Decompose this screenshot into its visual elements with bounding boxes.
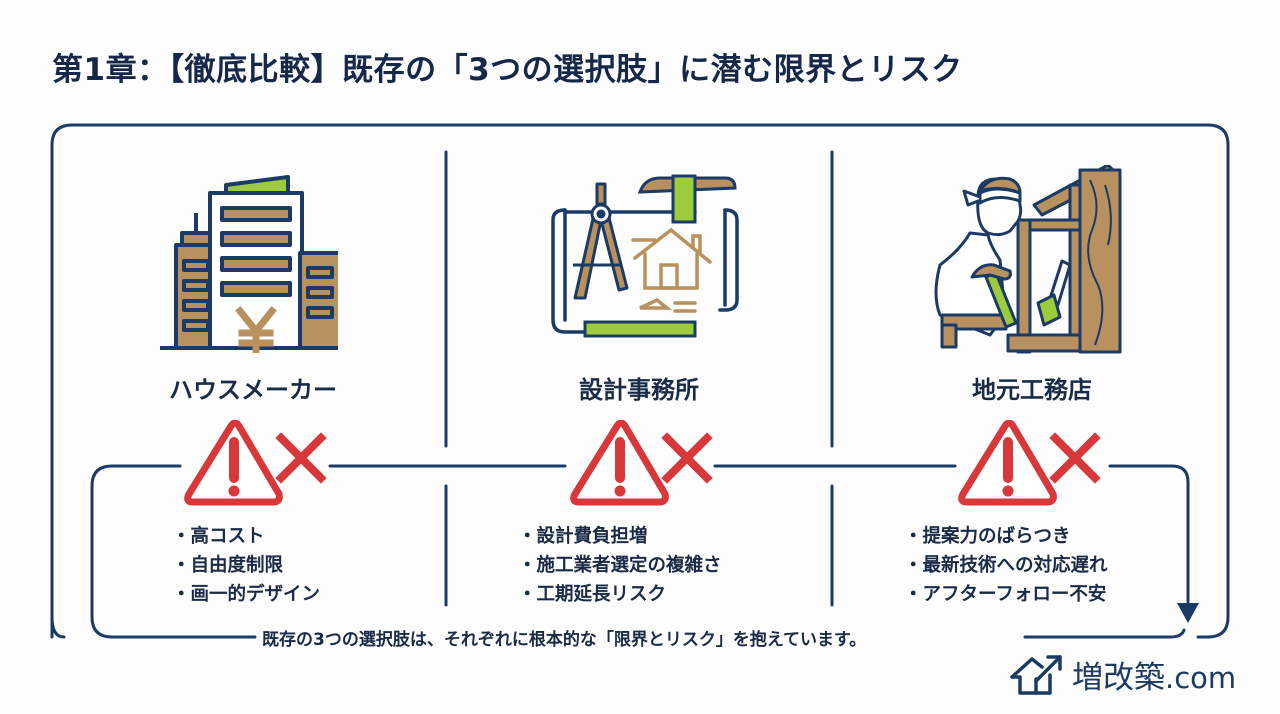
logo-name: 増改築	[1072, 660, 1165, 696]
carpenter-icon	[930, 163, 1130, 359]
column-title-house-maker: ハウスメーカー	[169, 376, 337, 404]
office-buildings-yen-icon	[158, 163, 342, 357]
column-title-local-builder: 地元工務店	[972, 376, 1092, 404]
arrow-down-icon	[1177, 603, 1199, 623]
risk-list-house-maker: 高コスト 自由度制限 画一的デザイン	[172, 522, 321, 609]
risk-item: 提案力のばらつき	[904, 522, 1108, 551]
risk-item: 設計費負担増	[518, 522, 722, 551]
risk-list-design-office: 設計費負担増 施工業者選定の複雑さ 工期延長リスク	[518, 522, 722, 609]
risk-item: 画一的デザイン	[172, 580, 321, 609]
risk-list-local-builder: 提案力のばらつき 最新技術への対応遅れ アフターフォロー不安	[904, 522, 1108, 609]
risk-item: 工期延長リスク	[518, 580, 722, 609]
page-title: 第1章：【徹底比較】既存の「3つの選択肢」に潜む限界とリスク	[52, 52, 963, 88]
risk-item: 高コスト	[172, 522, 320, 551]
warning-x-icon	[957, 419, 1105, 514]
risk-item: アフターフォロー不安	[904, 580, 1108, 609]
column-title-design-office: 設計事務所	[579, 376, 699, 404]
logo-domain: .com	[1165, 661, 1237, 695]
warning-x-icon	[569, 419, 717, 514]
risk-item: 自由度制限	[172, 551, 320, 580]
warning-x-icon	[183, 419, 331, 514]
risk-item: 施工業者選定の複雑さ	[518, 551, 722, 580]
blueprint-compass-icon	[545, 170, 745, 354]
site-logo[interactable]: 増改築.com	[1008, 652, 1236, 697]
risk-item: 最新技術への対応遅れ	[904, 551, 1108, 580]
house-arrow-icon	[1010, 654, 1062, 695]
summary-text: 既存の3つの選択肢は、それぞれに根本的な「限界とリスク」を抱えています。	[262, 630, 867, 650]
